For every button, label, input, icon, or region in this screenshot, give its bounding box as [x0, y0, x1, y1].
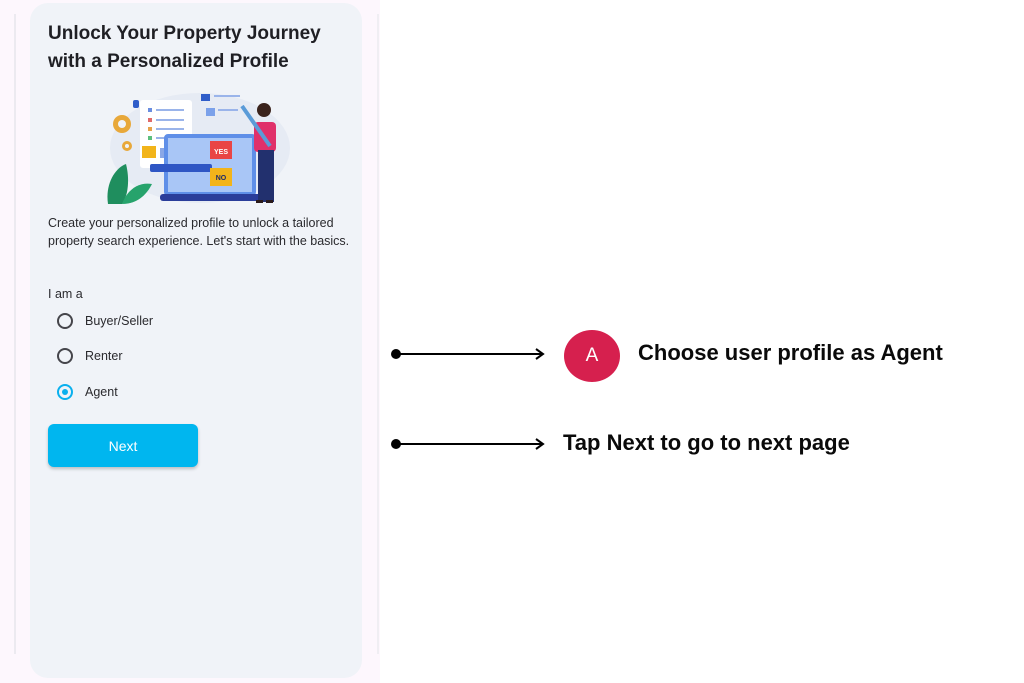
radio-unchecked-icon[interactable] — [57, 348, 73, 364]
step-badge-a: A — [564, 330, 620, 382]
svg-text:YES: YES — [214, 149, 228, 156]
radio-checked-icon[interactable] — [57, 384, 73, 400]
radio-label: Agent — [85, 385, 118, 399]
radio-label: Renter — [85, 349, 123, 363]
profile-setup-illustration: YES NO — [107, 93, 290, 204]
svg-text:NO: NO — [216, 175, 227, 182]
phone-edge-left — [14, 14, 16, 654]
annotation-tap-next: Tap Next to go to next page — [563, 430, 850, 455]
role-label: I am a — [48, 287, 83, 301]
gear-icon — [113, 115, 132, 151]
phone-edge-right — [377, 14, 379, 654]
annotation-arrow-icon — [391, 348, 545, 360]
radio-unchecked-icon[interactable] — [57, 313, 73, 329]
annotation-arrow-icon — [391, 438, 545, 450]
radio-option-buyer-seller[interactable]: Buyer/Seller — [57, 310, 153, 332]
annotation-choose-agent: Choose user profile as Agent — [638, 340, 943, 365]
next-button[interactable]: Next — [48, 424, 198, 467]
radio-option-renter[interactable]: Renter — [57, 345, 123, 367]
page-title: Unlock Your Property Journey with a Pers… — [48, 23, 321, 72]
radio-label: Buyer/Seller — [85, 314, 154, 328]
radio-option-agent[interactable]: Agent — [57, 381, 118, 403]
page-description: Create your personalized profile to unlo… — [48, 216, 350, 248]
